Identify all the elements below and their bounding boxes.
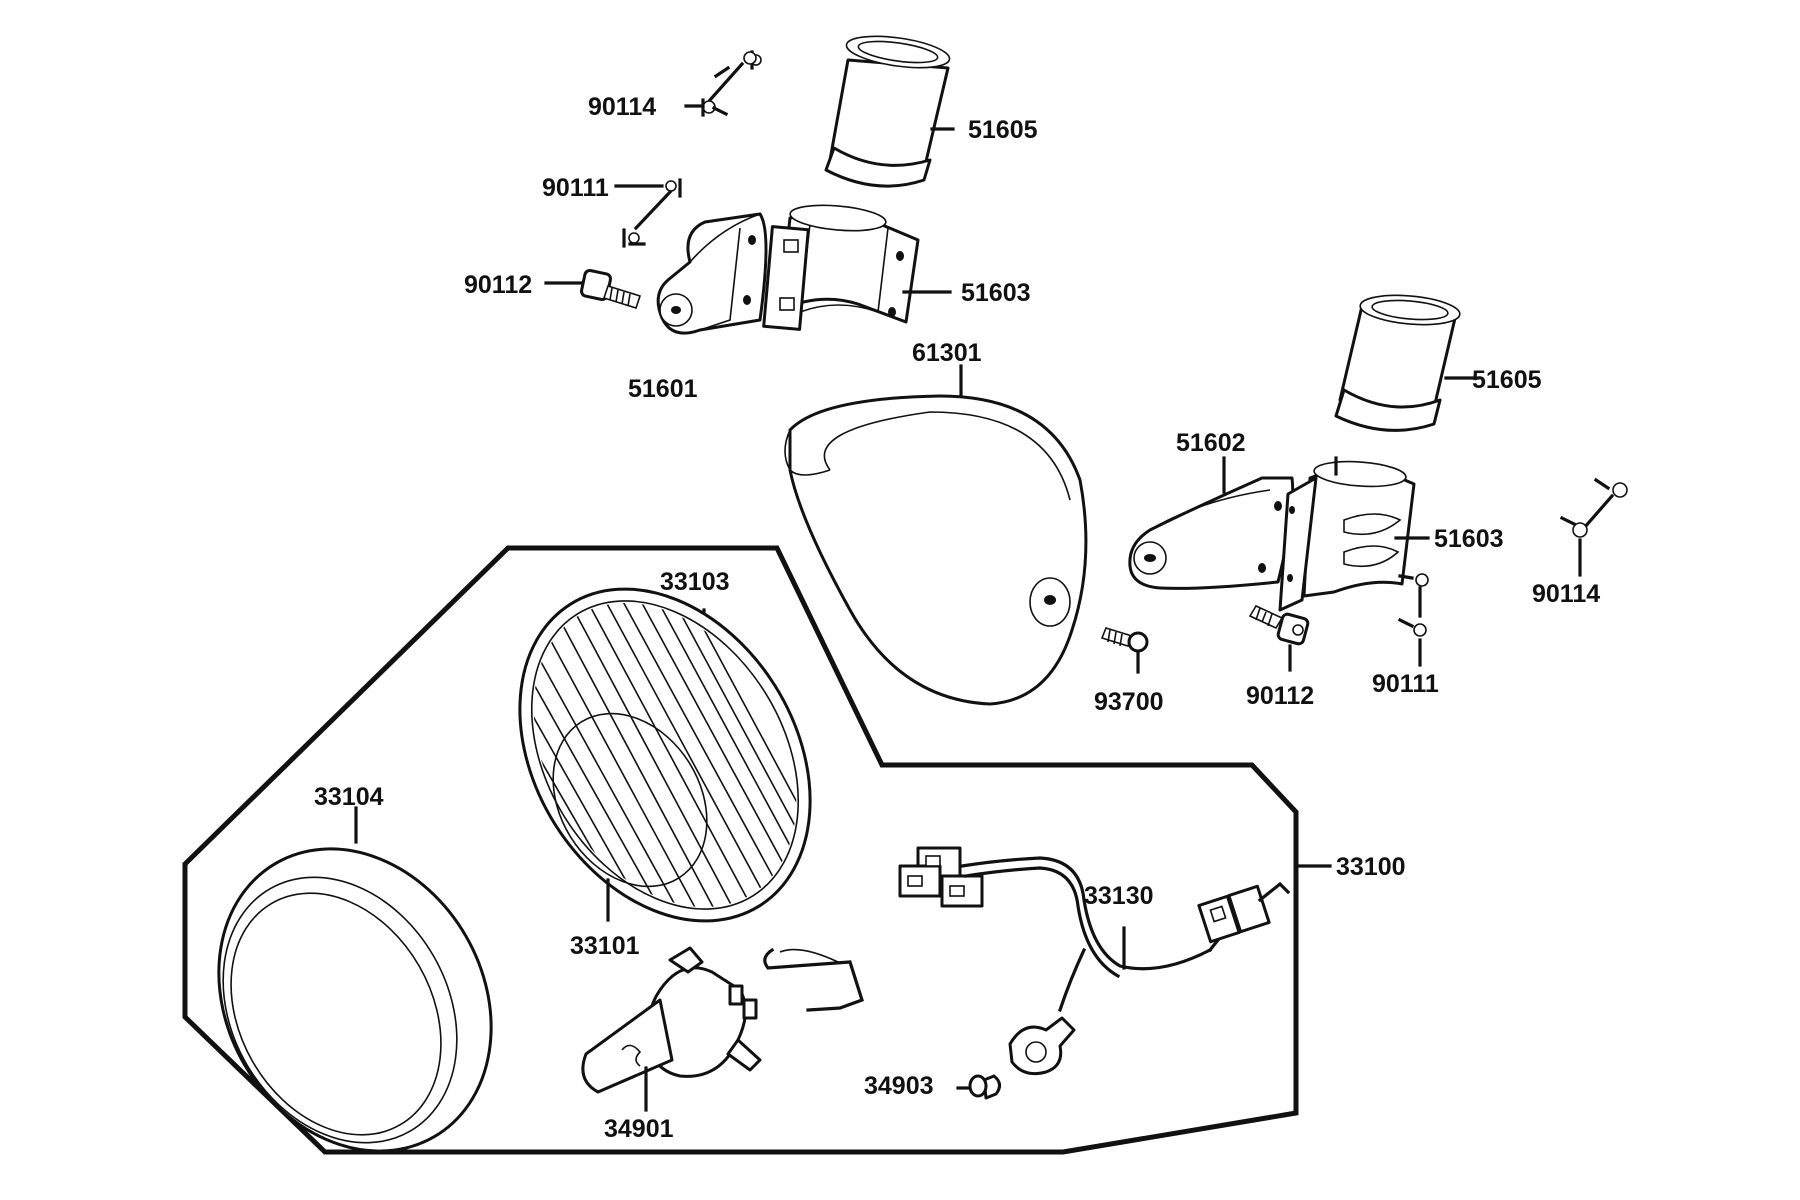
part-90111-right[interactable] <box>1397 573 1429 667</box>
part-51603-left[interactable] <box>762 202 952 331</box>
part-51605-right[interactable] <box>1334 292 1480 432</box>
part-51605-top[interactable] <box>824 31 955 188</box>
label-90111-left: 90111 <box>542 174 609 202</box>
label-33104: 33104 <box>314 783 384 811</box>
part-51601-bracket[interactable] <box>656 212 768 335</box>
label-51603-left: 51603 <box>961 279 1031 307</box>
label-93700: 93700 <box>1094 688 1164 716</box>
label-33100: 33100 <box>1336 853 1406 881</box>
part-34903-bulb[interactable] <box>956 1016 1076 1100</box>
label-33130: 33130 <box>1084 882 1154 910</box>
part-90114-top[interactable] <box>684 50 762 117</box>
label-33101: 33101 <box>570 932 640 960</box>
label-51605-top: 51605 <box>968 116 1038 144</box>
label-34901: 34901 <box>604 1115 674 1143</box>
part-90112-left[interactable] <box>544 269 642 309</box>
label-90114-top: 90114 <box>588 93 656 121</box>
part-33130-harness[interactable] <box>898 846 1291 1013</box>
part-51602-bracket[interactable] <box>1128 456 1295 590</box>
label-90112-right: 90112 <box>1246 682 1314 710</box>
part-spring-clip[interactable] <box>763 947 864 1012</box>
label-51603-right: 51603 <box>1434 525 1504 553</box>
part-90112-right[interactable] <box>1248 604 1310 672</box>
part-90111-left[interactable] <box>614 178 682 248</box>
label-90114-right: 90114 <box>1532 580 1600 608</box>
part-33104-rim[interactable] <box>165 799 545 1200</box>
label-51605-right: 51605 <box>1472 366 1542 394</box>
part-51603-right[interactable] <box>1278 456 1430 612</box>
label-51601: 51601 <box>628 375 698 403</box>
label-34903: 34903 <box>864 1072 934 1100</box>
assembly-33100-frame <box>182 545 1299 1155</box>
label-90111-right: 90111 <box>1372 670 1439 698</box>
label-33103: 33103 <box>660 568 730 596</box>
label-51602: 51602 <box>1176 429 1246 457</box>
part-33103-reflector[interactable] <box>460 535 869 975</box>
label-90112-left: 90112 <box>464 271 532 299</box>
part-90114-right[interactable] <box>1559 477 1628 577</box>
part-34901-bulb[interactable] <box>581 946 762 1112</box>
part-93700-screw[interactable] <box>1100 627 1149 674</box>
label-61301: 61301 <box>912 339 982 367</box>
part-61301-shell[interactable] <box>784 364 1088 706</box>
